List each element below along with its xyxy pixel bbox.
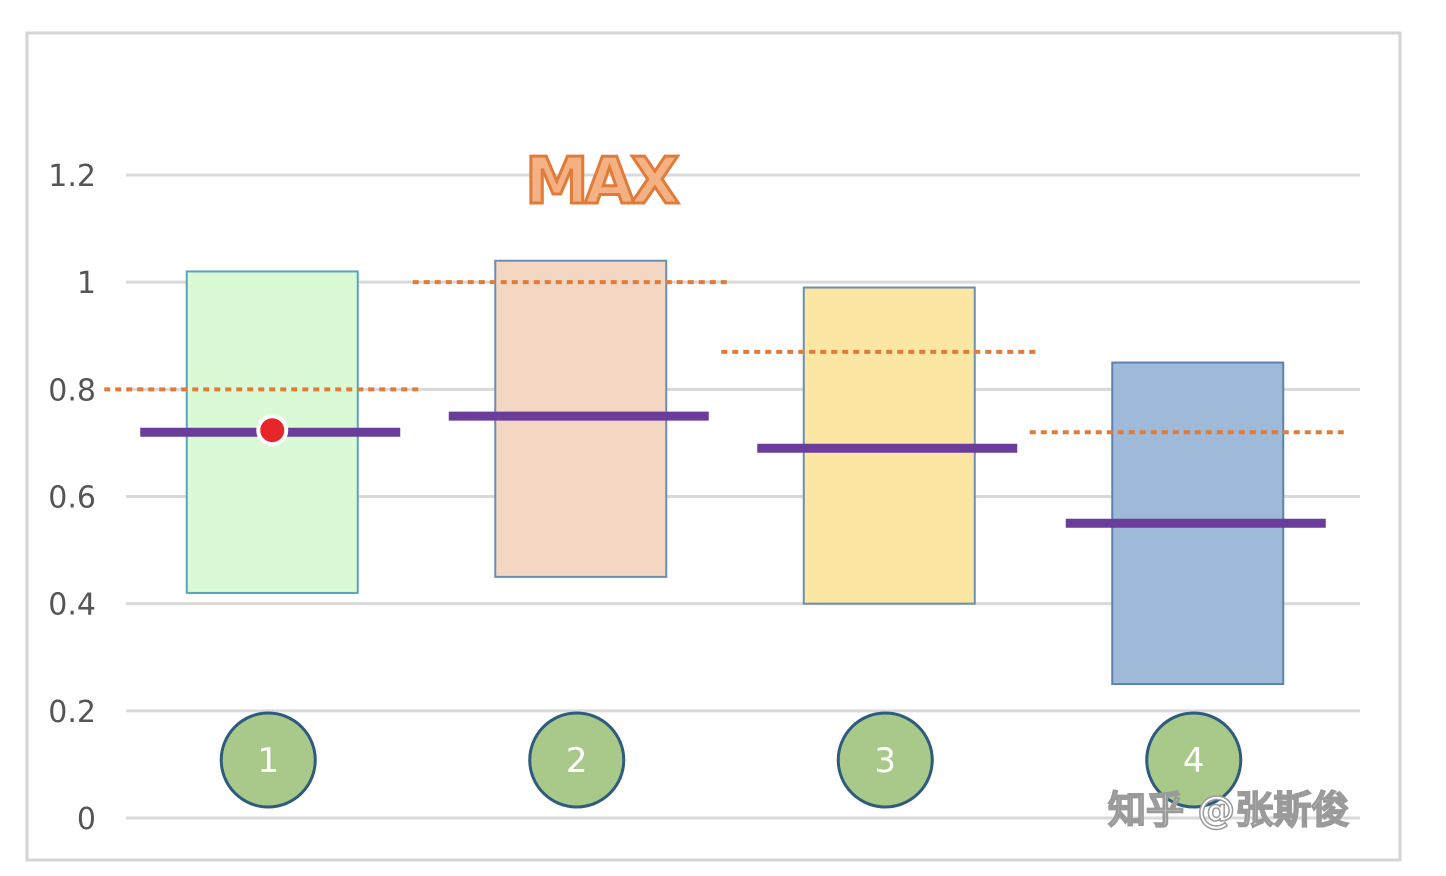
- category-circle-4: [1145, 711, 1243, 809]
- category-circle-1: [219, 711, 317, 809]
- category-markers: 1 2 3 4: [219, 711, 1243, 809]
- y-tick-label: 0.8: [48, 373, 96, 408]
- y-tick-label: 1.2: [48, 159, 96, 194]
- category-label: 3: [874, 741, 896, 781]
- y-tick-label: 0.2: [48, 695, 96, 730]
- max-lines: [104, 280, 1346, 435]
- category-label: 4: [1183, 741, 1205, 781]
- category-label: 2: [566, 741, 588, 781]
- highlight-points: [256, 414, 289, 447]
- y-tick-label: 0.6: [48, 481, 96, 516]
- mean-lines: [140, 411, 1326, 528]
- y-tick-label: 0: [77, 802, 96, 837]
- y-tick-label: 0.4: [48, 588, 96, 623]
- category-label: 1: [257, 741, 279, 781]
- y-axis-ticks: 0 0.2 0.4 0.6 0.8 1 1.2: [48, 159, 96, 837]
- watermark: 知乎 @张斯俊: [1108, 788, 1349, 832]
- category-circle-3: [836, 711, 934, 809]
- category-circle-2: [528, 711, 626, 809]
- highlight-point: [256, 414, 289, 447]
- max-annotation: MAX: [525, 145, 679, 219]
- y-tick-label: 1: [77, 266, 96, 301]
